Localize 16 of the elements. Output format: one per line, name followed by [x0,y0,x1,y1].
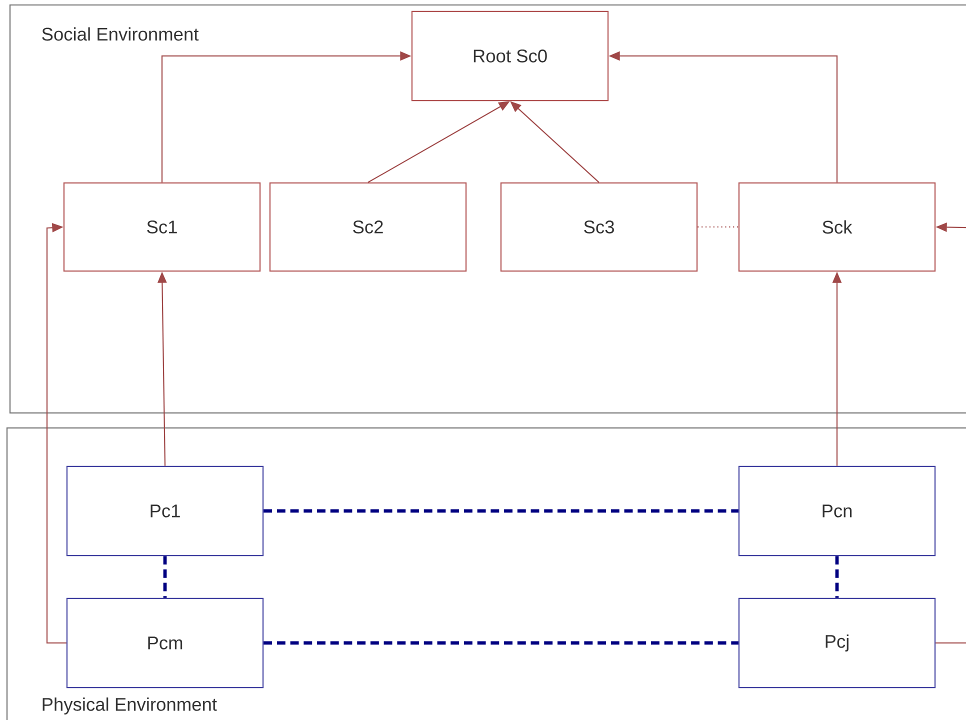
arrow [936,222,966,644]
social-box: Sck [738,182,936,272]
physical-box: Pcn [738,466,936,556]
physical-box: Pc1 [66,466,264,556]
root-box: Root Sc0 [411,10,609,102]
social-box: Sc1 [63,182,261,272]
arrow [46,222,66,644]
dashed-connector [264,641,738,645]
dashed-connector [163,556,167,598]
social-box: Sc2 [269,182,467,272]
dashed-connector [835,556,839,598]
physical-box: Pcm [66,598,264,688]
physical-box: Pcj [738,598,936,688]
dotted-connector [698,226,738,228]
social-box: Sc3 [500,182,698,272]
dashed-connector [264,509,738,513]
